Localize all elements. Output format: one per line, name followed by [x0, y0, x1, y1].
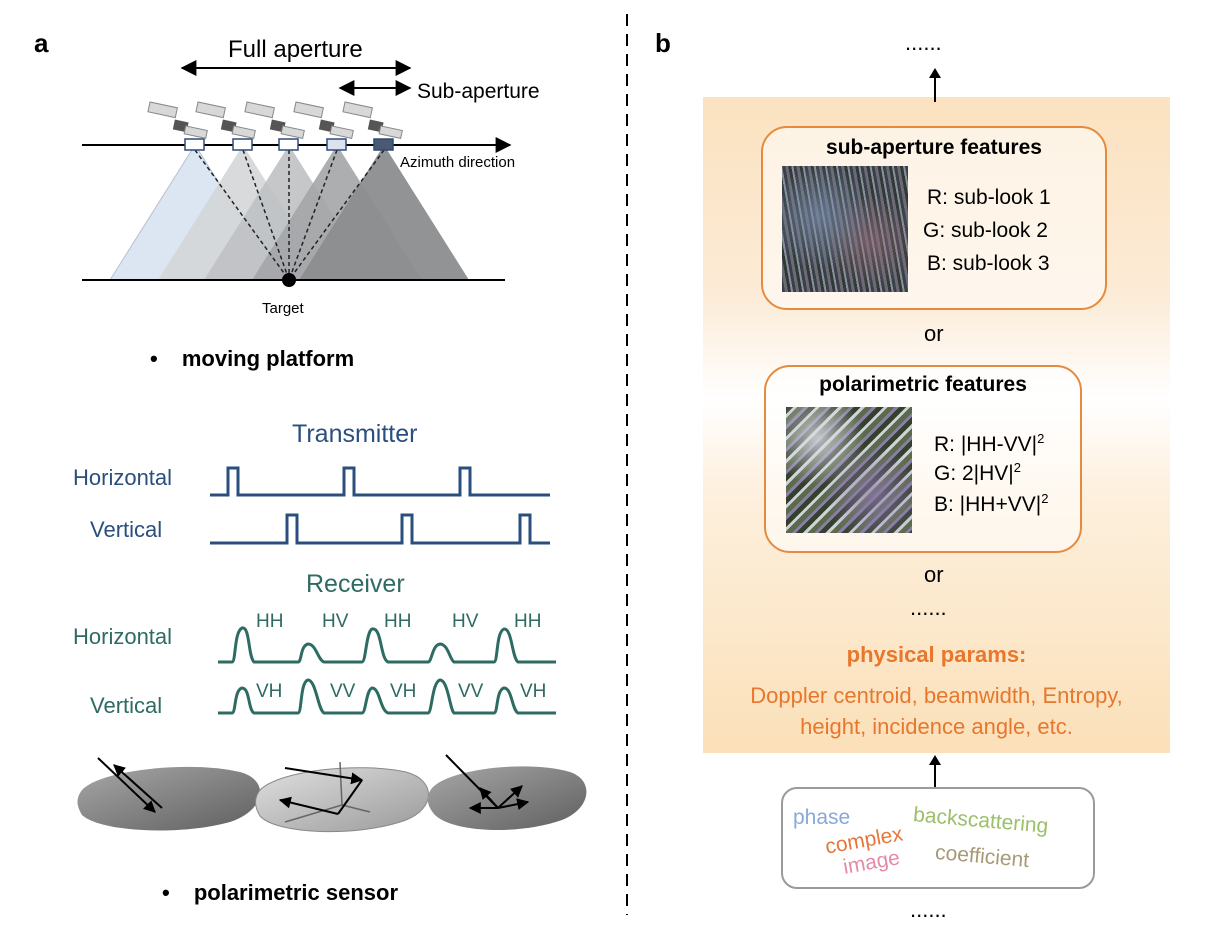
- word-phase: phase: [793, 806, 851, 829]
- rx-h-label-1: HH: [256, 611, 283, 632]
- sub-look-b: B: sub-look 3: [927, 252, 1050, 275]
- sub-aperture-features-box: sub-aperture features R: sub-look 1 G: s…: [761, 126, 1107, 310]
- bullet-dot: •: [150, 346, 158, 371]
- mid-ellipsis: ......: [910, 595, 947, 620]
- aperture-box-3: [278, 138, 299, 151]
- polarimetric-features-title: polarimetric features: [819, 373, 1027, 396]
- scattering-surfaces: [77, 754, 587, 833]
- tx-vertical-pulses: [210, 513, 550, 545]
- target-label: Target: [262, 300, 305, 317]
- polarimetric-sensor-label: polarimetric sensor: [193, 880, 399, 905]
- up-arrow-bottom: [929, 755, 941, 789]
- sub-aperture-rgb-image: [782, 166, 908, 292]
- panel-b-letter: b: [655, 28, 671, 58]
- polarimetric-rgb-image: [786, 407, 912, 533]
- bullet-dot-2: •: [162, 880, 170, 905]
- rx-h-label-2: HV: [322, 611, 349, 632]
- full-aperture-label: Full aperture: [228, 36, 363, 63]
- pol-b: B: |HH+VV|2: [934, 491, 1049, 516]
- pol-r: R: |HH-VV|2: [934, 431, 1045, 456]
- or-1: or: [924, 321, 944, 346]
- aperture-box-5: [373, 138, 394, 151]
- physical-params-line-2: height, incidence angle, etc.: [800, 714, 1073, 739]
- surface-3: [427, 766, 587, 831]
- sub-aperture-label: Sub-aperture: [417, 80, 540, 103]
- rx-h-label-4: HV: [452, 611, 479, 632]
- word-backscattering: backscattering: [912, 803, 1050, 838]
- target-dot: [282, 273, 296, 287]
- rx-v-label-5: VH: [520, 681, 546, 702]
- moving-platform-bullet: • moving platform: [150, 346, 354, 372]
- polarization-pulse-diagram: Transmitter Horizontal Vertical Receiver…: [73, 420, 556, 718]
- rx-vertical-label: Vertical: [90, 693, 162, 718]
- tx-horizontal-label: Horizontal: [73, 465, 172, 490]
- pol-g: G: 2|HV|2: [934, 460, 1021, 485]
- moving-platform-label: moving platform: [181, 346, 355, 371]
- beam-cone-5: [299, 145, 469, 280]
- physical-params-title: physical params:: [846, 642, 1027, 667]
- word-coefficient: coefficient: [934, 840, 1031, 873]
- transmitter-title: Transmitter: [292, 420, 417, 448]
- rx-h-label-3: HH: [384, 611, 411, 632]
- or-2: or: [924, 562, 944, 587]
- physical-params-line-1: Doppler centroid, beamwidth, Entropy,: [750, 683, 1123, 708]
- azimuth-direction-label: Azimuth direction: [400, 154, 515, 171]
- sub-look-r: R: sub-look 1: [927, 186, 1051, 209]
- rx-v-label-4: VV: [458, 681, 484, 702]
- rx-horizontal-label: Horizontal: [73, 624, 172, 649]
- rx-v-label-2: VV: [330, 681, 356, 702]
- bottom-ellipsis: ......: [910, 897, 947, 922]
- rx-horizontal-echoes: [218, 626, 556, 664]
- surface-1: [77, 766, 261, 831]
- rx-h-label-5: HH: [514, 611, 541, 632]
- panel-divider: [626, 14, 628, 915]
- up-arrow-top: [929, 68, 941, 102]
- aperture-box-2: [232, 138, 253, 151]
- aperture-box-4: [326, 138, 347, 151]
- rx-v-label-3: VH: [390, 681, 416, 702]
- tx-horizontal-pulses: [210, 466, 550, 497]
- rx-v-label-1: VH: [256, 681, 282, 702]
- polarimetric-features-box: polarimetric features R: |HH-VV|2 G: 2|H…: [764, 365, 1082, 553]
- polarimetric-sensor-bullet: • polarimetric sensor: [162, 880, 398, 906]
- sar-geometry-diagram: Full aperture Sub-aperture Azimuth direc…: [82, 36, 540, 317]
- rx-vertical-echoes: [218, 678, 556, 715]
- satellite-icons: [147, 101, 403, 139]
- sub-look-g: G: sub-look 2: [923, 219, 1048, 242]
- tx-vertical-label: Vertical: [90, 517, 162, 542]
- panel-a-letter: a: [34, 28, 49, 58]
- sub-aperture-features-title: sub-aperture features: [826, 136, 1042, 159]
- raw-data-box: phase complex image backscattering coeff…: [781, 787, 1095, 889]
- top-ellipsis: ......: [905, 30, 942, 55]
- aperture-box-1: [184, 138, 205, 151]
- receiver-title: Receiver: [306, 570, 405, 598]
